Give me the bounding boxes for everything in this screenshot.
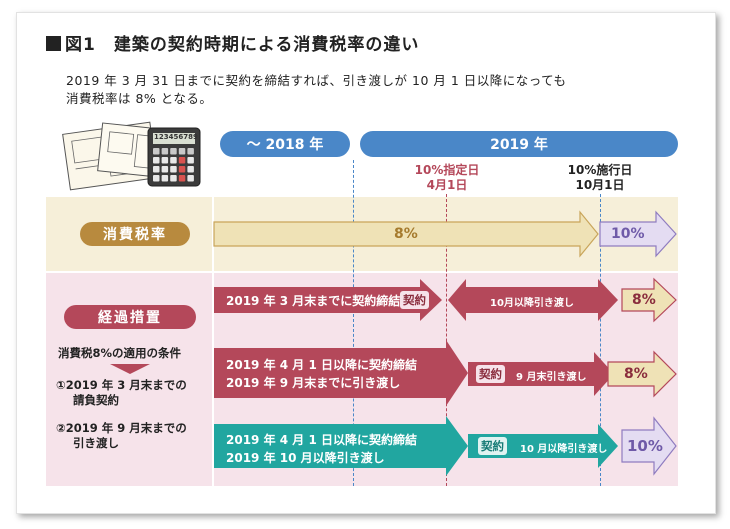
condition-1: ①2019 年 3 月末までの請負契約 [56,378,187,407]
title-square-icon [46,36,61,51]
row1-contract-badge: 契約 [400,291,429,309]
tax-rate-tag: 消費税率 [80,222,190,246]
band-divider [212,197,214,486]
year-boundary-line [353,160,354,486]
row1-text: 2019 年 3 月末までに契約締結 [226,294,401,308]
row1-rate: 8% [632,292,656,308]
subtitle-line1: 2019 年 3 月 31 日までに契約を締結すれば、引き渡しが 10 月 1 … [66,73,567,88]
row2-text-line2: 2019 年 9 月末までに引き渡し [226,376,401,390]
subtitle-line2: 消費税率は 8% となる。 [66,91,213,106]
tax-rate-8: 8% [394,226,418,242]
condition-2: ②2019 年 9 月末までの引き渡し [56,421,187,450]
tax-rate-10: 10% [611,226,645,242]
condition-title: 消費税8%の適用の条件 [58,346,182,360]
row2-text-line1: 2019 年 4 月 1 日以降に契約締結 [226,358,417,372]
row3-rate: 10% [627,437,663,455]
row3-delivery-text: 10 月以降引き渡し [520,444,608,455]
row3-text-line1: 2019 年 4 月 1 日以降に契約締結 [226,433,417,447]
figure-title: 図1 建築の契約時期による消費税率の違い [46,30,419,55]
transition-tag: 経過措置 [64,305,196,329]
header-2019: 2019 年 [360,131,678,157]
calculator-display: 123456789 [154,133,198,141]
row2-contract-badge: 契約 [476,365,505,383]
designated-date-line [446,194,447,486]
effective-date-line [600,194,601,486]
row2-delivery-text: 9 月末引き渡し [516,372,587,383]
header-2018: ～ 2018 年 [220,131,350,157]
row3-text-line2: 2019 年 10 月以降引き渡し [226,451,385,465]
row2-rate: 8% [624,366,648,382]
row3-contract-badge: 契約 [478,437,507,455]
row1-delivery-text: 10月以降引き渡し [490,298,574,309]
